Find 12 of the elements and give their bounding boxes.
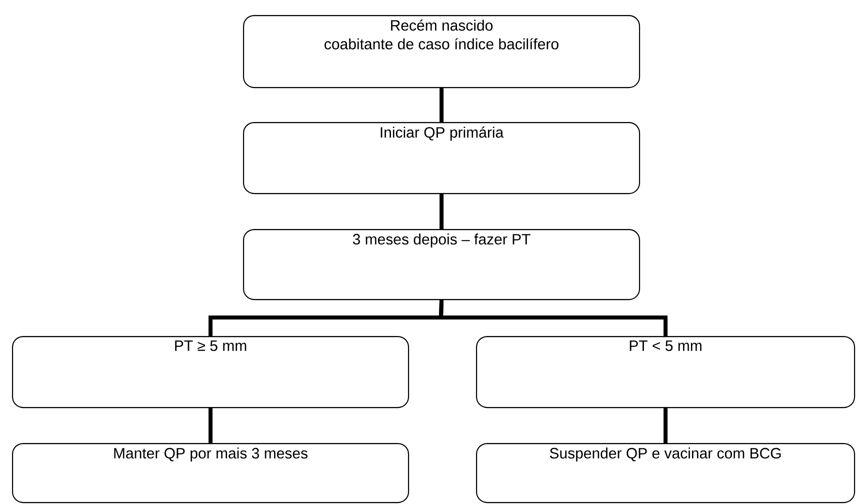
process-box: Suspender QP e vacinar com BCG xyxy=(476,443,856,504)
process-box: Iniciar QP primária xyxy=(243,122,640,194)
process-box: PT ≥ 5 mm xyxy=(12,336,410,408)
connector-line xyxy=(440,194,444,229)
process-box: Recém nascido coabitante de caso índice bacilífero xyxy=(243,15,640,88)
connector-line xyxy=(664,408,668,443)
connector-line xyxy=(438,300,668,336)
connector-line xyxy=(440,88,444,122)
process-box: Manter QP por mais 3 meses xyxy=(12,443,410,504)
process-box: PT < 5 mm xyxy=(476,336,856,408)
process-box: 3 meses depois – fazer PT xyxy=(243,229,640,300)
connector-line xyxy=(208,408,213,443)
